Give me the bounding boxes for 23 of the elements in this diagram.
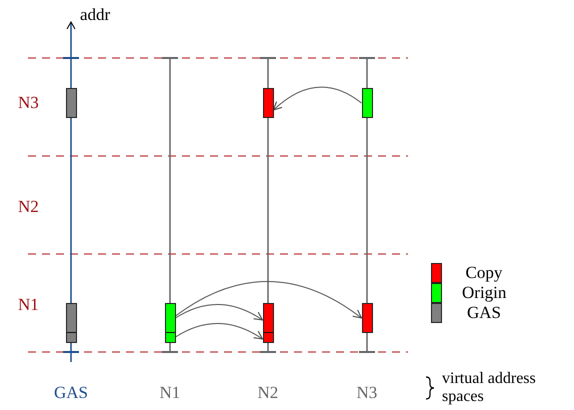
arrow	[175, 323, 263, 340]
memory-block	[66, 303, 76, 343]
arrow	[175, 281, 362, 318]
memory-block	[362, 88, 372, 118]
space-label: GAS	[54, 384, 88, 402]
memory-block	[362, 303, 372, 333]
arrow	[175, 304, 263, 320]
space-label: N2	[258, 384, 278, 402]
space-label: N3	[356, 384, 378, 402]
arrow	[273, 86, 362, 110]
legend-label: GAS	[467, 304, 502, 322]
legend-label: Copy	[466, 264, 502, 282]
region-label: N3	[18, 94, 39, 112]
space-label: N1	[160, 384, 180, 402]
legend-label: Origin	[462, 284, 506, 302]
region-label: N1	[18, 296, 39, 314]
region-label: N2	[18, 198, 39, 216]
memory-block	[66, 88, 76, 118]
memory-block	[262, 303, 274, 343]
axis-label: addr	[80, 6, 110, 24]
bracket-label: virtual address spaces	[442, 370, 537, 406]
memory-block	[164, 303, 176, 343]
memory-block	[262, 88, 274, 118]
